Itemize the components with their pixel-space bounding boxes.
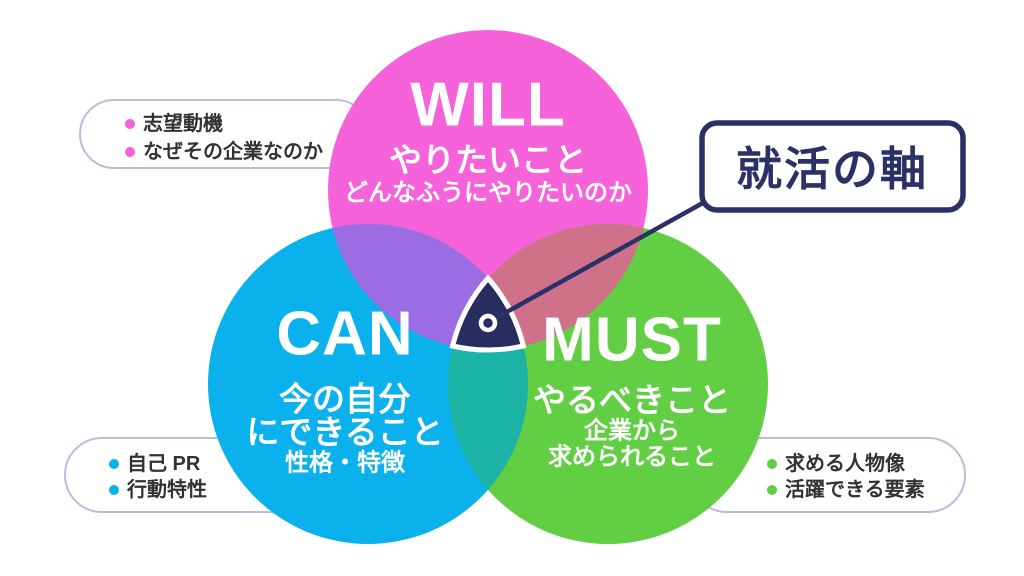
bullet-icon bbox=[767, 459, 777, 469]
must-description-2: 求められること bbox=[548, 444, 716, 471]
will-circle-text: WILL やりたいこと どんなふうにやりたいのか bbox=[344, 71, 632, 207]
bullet-icon bbox=[767, 485, 777, 495]
can-label: CAN bbox=[276, 300, 413, 369]
callout-will-topics: 志望動機 なぜその企業なのか bbox=[79, 99, 371, 169]
bullet-icon bbox=[109, 485, 119, 495]
must-description-1: 企業から bbox=[584, 417, 680, 445]
will-description: どんなふうにやりたいのか bbox=[344, 180, 632, 207]
bullet-icon bbox=[109, 459, 119, 469]
can-subtitle-2: にできること bbox=[246, 414, 443, 451]
will-can-overlap-fill bbox=[328, 224, 528, 350]
must-circle-text: MUST やるべきこと 企業から 求められること bbox=[533, 306, 731, 471]
must-subtitle: やるべきこと bbox=[533, 382, 731, 419]
axis-callout: 就活の軸 bbox=[478, 120, 966, 333]
can-circle-text: CAN 今の自分 にできること 性格・特徴 bbox=[246, 300, 443, 477]
bullet-icon bbox=[125, 147, 135, 157]
must-label: MUST bbox=[542, 306, 722, 375]
callout-can-item-2: 行動特性 bbox=[126, 477, 207, 501]
callout-can-item-1: 自己 PR bbox=[127, 451, 201, 475]
will-must-overlap-fill bbox=[448, 224, 648, 350]
axis-callout-label: 就活の軸 bbox=[736, 143, 928, 195]
will-label: WILL bbox=[410, 71, 566, 140]
callout-will-item-2: なぜその企業なのか bbox=[143, 139, 323, 163]
can-description: 性格・特徴 bbox=[285, 449, 406, 477]
target-ring-icon bbox=[478, 313, 498, 333]
callout-must-item-2: 活躍できる要素 bbox=[785, 477, 925, 501]
axis-callout-box bbox=[699, 120, 966, 213]
bullet-icon bbox=[125, 119, 135, 129]
can-subtitle-1: 今の自分 bbox=[279, 381, 411, 418]
will-must-overlap bbox=[448, 224, 648, 350]
callout-will-item-1: 志望動機 bbox=[143, 111, 223, 135]
callout-tail-line bbox=[493, 196, 713, 321]
callout-must-topics: 求める人物像 活躍できる要素 bbox=[689, 437, 966, 513]
will-can-overlap bbox=[328, 224, 528, 350]
will-subtitle: やりたいこと bbox=[389, 142, 587, 179]
callout-must-item-1: 求める人物像 bbox=[785, 451, 906, 475]
